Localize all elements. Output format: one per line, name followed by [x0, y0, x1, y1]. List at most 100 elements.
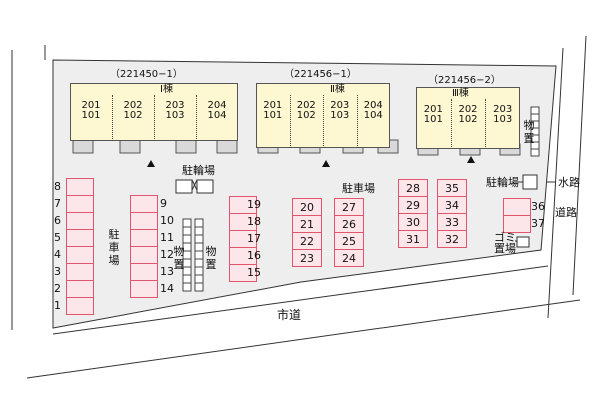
city-road-lower-edge	[26, 299, 581, 379]
parking-slot: 25	[334, 232, 364, 250]
parking-slot: 20	[292, 198, 322, 216]
building-name: Ⅱ棟	[330, 84, 345, 95]
storage-cell	[194, 258, 204, 268]
storage-cell	[194, 218, 204, 228]
parking-slot	[130, 195, 158, 213]
unit-divider	[356, 95, 358, 148]
garbage-box	[516, 236, 530, 248]
parking-slot: 28	[398, 179, 428, 197]
parking-slot: 32	[437, 230, 467, 248]
parking-center-label: 駐車場	[342, 182, 375, 195]
room-number: 101	[81, 110, 101, 121]
storage-cell	[194, 234, 204, 244]
parking-slot	[229, 264, 257, 282]
parking-slot-number: 6	[54, 213, 61, 227]
room-number: 202	[123, 100, 143, 111]
bike-parking-center-label: 駐輪場	[182, 164, 215, 177]
room-number: 103	[493, 114, 513, 125]
parking-slot: 22	[292, 232, 322, 250]
entrance-marker	[147, 160, 155, 167]
parking-slot-number: 11	[160, 230, 174, 244]
parking-slot	[66, 280, 94, 298]
parking-slot-number: 36	[531, 199, 545, 213]
storage-b-label: 物置	[205, 245, 217, 271]
unit-divider	[289, 95, 291, 148]
building-block	[416, 87, 520, 149]
parking-slot: 24	[334, 249, 364, 267]
unit-divider	[323, 95, 324, 148]
room-number: 102	[458, 114, 478, 125]
bike-rack-right-icon	[522, 174, 538, 190]
parking-slot	[66, 212, 94, 230]
garbage-label: ゴミ置場	[494, 231, 516, 255]
room-number: 102	[296, 110, 316, 121]
parking-slot-number: 19	[247, 197, 261, 211]
storage-cell	[194, 266, 204, 276]
parking-slot: 27	[334, 198, 364, 216]
parking-slot-number: 10	[160, 213, 174, 227]
storage-cell	[182, 226, 192, 236]
storage-cell	[194, 274, 204, 284]
storage-cell	[182, 282, 192, 292]
parking-slot-number: 17	[247, 231, 261, 245]
parking-slot-number: 3	[54, 264, 61, 278]
parking-slot	[130, 280, 158, 298]
building-name: Ⅰ棟	[160, 84, 173, 95]
building-name: Ⅲ棟	[452, 88, 469, 99]
entrance-marker	[467, 156, 475, 163]
room-number: 202	[296, 100, 316, 111]
storage-cell	[182, 218, 192, 228]
storage-c-label: 物置	[523, 119, 535, 145]
parking-slot-number: 4	[54, 247, 61, 261]
parking-left-label: 駐車場	[108, 228, 120, 267]
road-right-label: 道路	[555, 206, 577, 219]
bike-rack-right	[196, 179, 214, 194]
parking-slot: 21	[292, 215, 322, 233]
room-number: 204	[363, 100, 383, 111]
parking-slot-number: 18	[247, 214, 261, 228]
parking-slot-number: 9	[160, 196, 167, 210]
storage-cell	[530, 106, 540, 115]
room-number: 101	[423, 114, 443, 125]
storage-cell	[182, 274, 192, 284]
building-code: （221456−2）	[428, 75, 501, 86]
parking-slot: 30	[398, 213, 428, 231]
step-outline	[175, 139, 197, 154]
parking-slot	[130, 229, 158, 247]
parking-slot: 23	[292, 249, 322, 267]
storage-cell	[194, 226, 204, 236]
room-number: 203	[165, 100, 185, 111]
parking-slot-number: 7	[54, 196, 61, 210]
room-number: 204	[207, 100, 227, 111]
parking-slot: 33	[437, 213, 467, 231]
road-right-line	[572, 35, 587, 296]
parking-slot-number: 1	[54, 298, 61, 312]
parking-slot: 29	[398, 196, 428, 214]
parking-slot-number: 13	[160, 264, 174, 278]
room-number: 203	[330, 100, 350, 111]
city-road-label: 市道	[277, 308, 302, 322]
room-number: 102	[123, 110, 143, 121]
unit-divider	[154, 95, 155, 141]
parking-slot-number: 5	[54, 230, 61, 244]
room-number: 201	[263, 100, 283, 111]
step-outline	[216, 139, 238, 154]
room-number: 201	[423, 104, 443, 115]
building-code: （221450−1）	[110, 69, 183, 80]
room-number: 101	[263, 110, 283, 121]
parking-slot	[66, 195, 94, 213]
unit-divider	[485, 99, 487, 149]
storage-a-label: 物置	[173, 245, 185, 271]
storage-cell	[194, 282, 204, 292]
parking-slot	[66, 297, 94, 315]
parking-slot: 35	[437, 179, 467, 197]
parking-slot	[503, 215, 531, 233]
entrance-marker	[322, 160, 330, 167]
parking-slot-number: 15	[247, 265, 261, 279]
parking-slot-number: 12	[160, 247, 174, 261]
parking-slot: 31	[398, 230, 428, 248]
storage-cell	[194, 250, 204, 260]
parking-slot	[130, 212, 158, 230]
waterway-line	[547, 47, 564, 319]
parking-slot	[130, 246, 158, 264]
